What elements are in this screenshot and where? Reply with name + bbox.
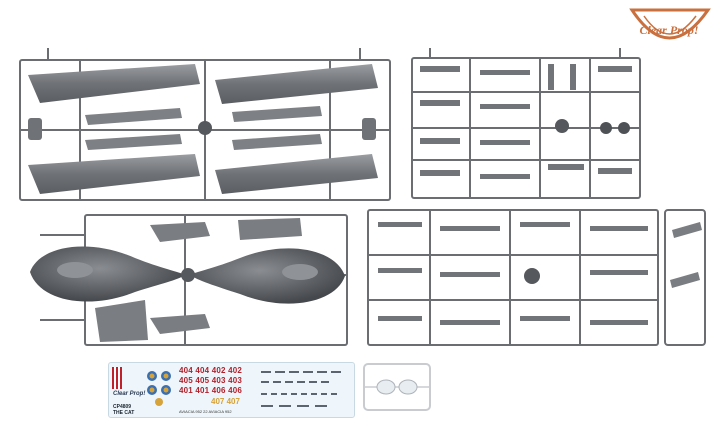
propeller-blades-d <box>670 222 702 288</box>
sprue-b-tag <box>555 119 569 133</box>
decal-strip-text: AVIACIA 952 22 AVIACIA 952 <box>179 409 232 414</box>
decal-brand: Clear Prop! <box>113 391 146 397</box>
tailplane-parts-a <box>85 106 322 150</box>
wing-part-upper-right <box>215 64 378 194</box>
fuselage-half-left <box>30 246 185 302</box>
roundel-decals <box>147 371 171 406</box>
decal-sheet: Clear Prop! CP4809 THE CAT 404 404 402 4… <box>108 362 355 418</box>
sprue-c-tag <box>181 268 195 282</box>
wing-part-upper-left <box>28 64 200 194</box>
sprue-d-tag <box>524 268 540 284</box>
decal-code: CP4809 <box>113 404 132 410</box>
logo-text: Clear Prop! <box>639 23 698 37</box>
wheels-b <box>600 122 630 134</box>
sprue-b-small-parts <box>411 57 641 199</box>
decal-serial-row: 405 405 403 403 <box>179 376 243 385</box>
flag-stripes-decal <box>112 367 122 389</box>
fuselage-half-right <box>190 248 345 304</box>
small-parts-d <box>378 222 648 325</box>
sprue-d-side-frame <box>664 209 706 346</box>
sprue-a-tag <box>198 121 212 135</box>
small-parts-a <box>28 118 376 140</box>
fin-parts-c <box>95 218 302 342</box>
decal-subtitle: THE CAT <box>113 410 135 416</box>
decal-serial-row-yellow: 407 407 <box>211 397 240 406</box>
decal-serial-row: 404 404 402 402 <box>179 366 243 375</box>
runner-stubs <box>47 48 621 60</box>
decal-serial-row: 401 401 406 406 <box>179 386 243 395</box>
small-parts-b <box>420 64 632 179</box>
stencil-decals <box>261 371 341 407</box>
clear-prop-logo: Clear Prop! <box>629 8 711 40</box>
sprue-d-small-parts <box>367 209 659 346</box>
clear-canopy-sprue <box>363 363 431 411</box>
